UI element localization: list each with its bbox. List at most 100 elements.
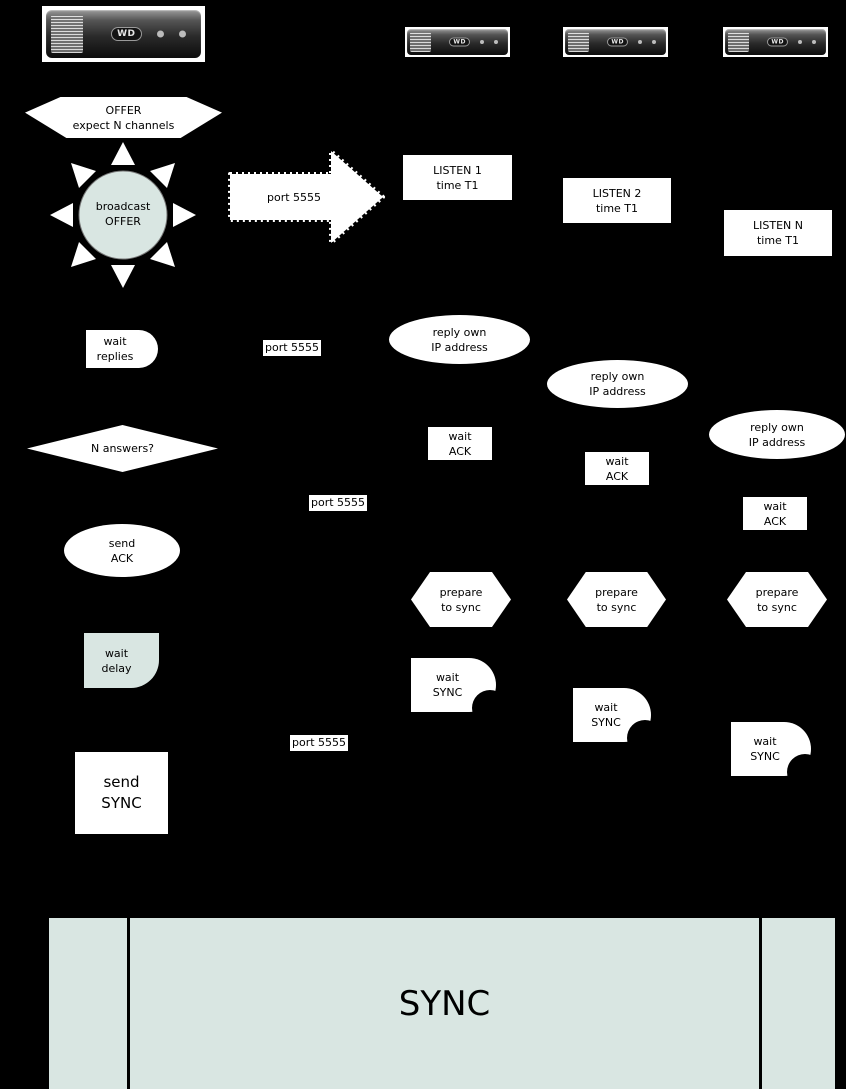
wait-sync-2-line1: wait	[594, 701, 618, 714]
listen-1-line2: time T1	[436, 178, 479, 192]
device-button-icon	[811, 40, 816, 44]
broadcast-sun-shape	[50, 142, 196, 288]
listen-box-1: LISTEN 1 time T1	[403, 155, 512, 200]
reply-1-line1: reply own	[432, 325, 487, 339]
wait-sync-shape-1: wait SYNC	[411, 658, 508, 726]
wait-delay-shape: wait delay	[84, 633, 159, 688]
offer-banner-shape: OFFER expect N channels	[25, 97, 222, 138]
master-device-image: WD	[42, 6, 205, 62]
device-vents-icon	[568, 31, 590, 53]
port-label-1: port 5555	[263, 340, 322, 356]
arrow-port-label: port 5555	[267, 191, 322, 204]
listen-2-line1: LISTEN 2	[592, 186, 642, 200]
wait-ack-box-1: wait ACK	[428, 427, 492, 460]
n-answers-decision-diamond: N answers?	[27, 425, 218, 472]
broadcast-arrow	[228, 149, 385, 245]
prepare-n-line2: to sync	[757, 600, 797, 614]
wait-ack-2-line1: wait	[605, 454, 629, 468]
broadcast-line2: OFFER	[105, 215, 141, 228]
device-button-icon	[797, 40, 802, 44]
wait-ack-box-n: wait ACK	[743, 497, 807, 530]
send-sync-box: send SYNC	[75, 752, 168, 834]
listen-1-line1: LISTEN 1	[433, 163, 482, 177]
send-sync-line2: SYNC	[101, 794, 142, 812]
reply-ip-ellipse-2: reply own IP address	[547, 360, 688, 408]
wait-sync-1-line2: SYNC	[432, 686, 463, 699]
port-label-3: port 5555	[290, 735, 349, 751]
sync-bar-divider-left	[127, 918, 130, 1089]
listen-2-line2: time T1	[595, 201, 639, 215]
device-button-icon	[479, 40, 484, 44]
reply-2-line1: reply own	[590, 370, 645, 383]
device-body: WD	[725, 29, 826, 55]
wait-ack-n-line2: ACK	[763, 514, 787, 528]
tape-notch-icon	[627, 720, 663, 756]
send-ack-line2: ACK	[110, 551, 134, 565]
sun-rays-icon	[50, 142, 196, 288]
send-ack-line1: send	[108, 536, 136, 550]
prepare-n-line1: prepare	[755, 585, 799, 599]
wd-logo: WD	[767, 37, 789, 47]
device-vents-icon	[50, 14, 84, 54]
listen-box-n: LISTEN N time T1	[724, 210, 832, 256]
device-button-icon	[493, 40, 498, 44]
client-device-image-1: WD	[405, 27, 510, 57]
prepare-1-line1: prepare	[439, 585, 483, 599]
reply-ip-ellipse-n: reply own IP address	[709, 410, 845, 459]
wd-logo: WD	[449, 37, 471, 47]
broadcast-offer-label: broadcast OFFER	[83, 199, 163, 229]
prepare-2-line1: prepare	[595, 585, 638, 599]
device-button-icon	[637, 40, 642, 44]
wait-ack-1-line2: ACK	[448, 444, 472, 458]
n-answers-label: N answers?	[90, 442, 155, 455]
listen-box-2: LISTEN 2 time T1	[563, 178, 671, 223]
wait-sync-shape-2: wait SYNC	[573, 688, 663, 756]
wait-delay-line1: wait	[104, 646, 129, 660]
prepare-sync-hexagon-n: prepare to sync	[727, 572, 827, 627]
device-button-icon	[651, 40, 656, 44]
wait-replies-delay-shape: wait replies	[86, 330, 158, 368]
reply-ip-ellipse-1: reply own IP address	[389, 315, 530, 364]
wait-ack-box-2: wait ACK	[585, 452, 649, 485]
offer-line1: OFFER	[105, 103, 142, 117]
send-sync-line1: send	[103, 773, 140, 791]
tape-notch-icon	[787, 754, 823, 790]
prepare-1-line2: to sync	[441, 600, 481, 614]
reply-n-line2: IP address	[748, 435, 806, 449]
reply-2-line2: IP address	[589, 385, 646, 398]
wait-delay-line2: delay	[101, 661, 132, 675]
sync-bar-label: SYNC	[398, 983, 491, 1024]
device-vents-icon	[728, 31, 750, 53]
wait-replies-line2: replies	[96, 350, 134, 363]
listen-n-line1: LISTEN N	[753, 219, 803, 232]
reply-1-line2: IP address	[431, 340, 488, 354]
wait-ack-n-line1: wait	[763, 499, 787, 513]
device-body: WD	[46, 10, 201, 58]
client-device-image-3: WD	[723, 27, 828, 57]
sync-bar-divider-right	[759, 918, 762, 1089]
send-ack-ellipse: send ACK	[64, 524, 180, 577]
listen-n-line2: time T1	[756, 234, 800, 247]
reply-n-line1: reply own	[750, 420, 804, 434]
device-button-icon	[178, 30, 186, 38]
sync-timeline-bar: SYNC	[49, 918, 835, 1089]
wait-sync-n-line2: SYNC	[750, 750, 780, 763]
wait-sync-n-line1: wait	[753, 735, 777, 748]
broadcast-line1: broadcast	[95, 200, 151, 213]
wait-ack-1-line1: wait	[448, 429, 472, 443]
wd-logo: WD	[111, 27, 142, 41]
device-vents-icon	[410, 31, 432, 53]
prepare-2-line2: to sync	[596, 600, 637, 614]
wait-sync-2-line2: SYNC	[591, 716, 621, 729]
prepare-sync-hexagon-1: prepare to sync	[411, 572, 511, 627]
device-body: WD	[407, 29, 508, 55]
wait-ack-2-line2: ACK	[605, 469, 629, 483]
port-label-2: port 5555	[309, 495, 368, 511]
wd-logo: WD	[607, 37, 629, 47]
client-device-image-2: WD	[563, 27, 668, 57]
prepare-sync-hexagon-2: prepare to sync	[567, 572, 666, 627]
offer-line2: expect N channels	[72, 118, 175, 132]
tape-notch-icon	[472, 690, 508, 726]
device-button-icon	[156, 30, 164, 38]
